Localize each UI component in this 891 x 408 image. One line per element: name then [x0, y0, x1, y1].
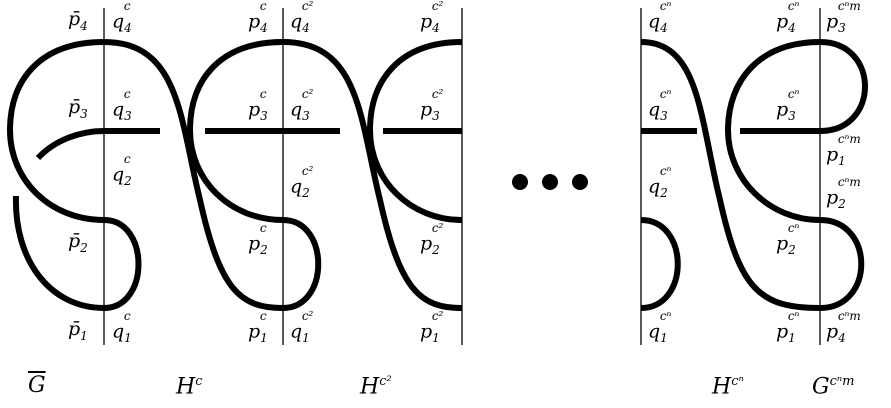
label-gcnm-left-3: p3cⁿ [776, 87, 800, 124]
caption-g: G [28, 373, 46, 398]
strand-hc-to-hc2 [282, 39, 463, 311]
strand-g-crossing [35, 128, 160, 161]
strand-gcnm-lower-loop [819, 217, 865, 311]
label-g-left-4: p̄4 [68, 8, 88, 33]
label-g-left-3: p̄3 [68, 96, 88, 121]
ellipsis-dot-3 [572, 174, 588, 190]
label-g-left-2: p̄2 [68, 230, 88, 255]
label-hc2-left-4: p4c² [420, 0, 444, 36]
ellipsis-dot-1 [512, 174, 528, 190]
label-g-right-1: q1c [112, 309, 132, 346]
strand-g-left-bottom [12, 195, 105, 311]
strand-g-top [7, 39, 105, 223]
label-hcn-right-3: q3cⁿ [648, 87, 672, 124]
label-hc2-left-1: p1c² [420, 309, 444, 346]
strand-hcn-lower-arc [640, 217, 681, 311]
ellipsis-dot-2 [542, 174, 558, 190]
label-g-left-1: p̄1 [68, 318, 88, 343]
label-gcnm-right-1: p4cⁿm [826, 309, 861, 346]
label-hc-right-4: q4c² [290, 0, 314, 36]
label-gcnm-left-4: p4cⁿ [776, 0, 800, 36]
strand-gcnm-top-loop [819, 39, 868, 134]
label-hc-left-3: p3c [248, 87, 268, 124]
label-hc-left-2: p2c [248, 221, 268, 258]
label-hc-left-1: p1c [248, 309, 268, 346]
label-gcnm-right-4: p3cⁿm [826, 0, 861, 36]
label-hc-right-2: q2c² [290, 164, 314, 201]
label-hc-right-1: q1c² [290, 309, 314, 346]
caption-gcnm: Gcⁿm [812, 374, 855, 400]
label-g-right-4: q4c [112, 0, 132, 36]
label-hcn-right-2: q2cⁿ [648, 164, 672, 201]
strand-gcnm-big-arc [725, 39, 821, 223]
strand-g-lower-arc [103, 217, 142, 311]
label-gcnm-right-3: p1cⁿm [826, 132, 861, 169]
strand-hc-top [187, 39, 284, 223]
caption-hc: Hc [176, 374, 203, 400]
label-hc2-left-2: p2c² [420, 221, 444, 258]
label-g-right-2: q2c [112, 152, 132, 189]
strand-hcn-to-gcnm [640, 39, 821, 311]
caption-hc2: Hc² [360, 374, 392, 400]
strand-hc-lower-arc [282, 217, 322, 311]
label-gcnm-left-1: p1cⁿ [776, 309, 800, 346]
label-gcnm-left-2: p2cⁿ [776, 221, 800, 258]
caption-hcn: Hcⁿ [712, 374, 744, 400]
strand-hc2-top [367, 39, 463, 223]
label-hc2-left-3: p3c² [420, 87, 444, 124]
strand-g-to-h [103, 39, 284, 311]
label-g-right-3: q3c [112, 87, 132, 124]
label-hcn-right-4: q4cⁿ [648, 0, 672, 36]
label-hc-left-4: p4c [248, 0, 268, 36]
label-hc-right-3: q3c² [290, 87, 314, 124]
label-gcnm-right-2: p2cⁿm [826, 175, 861, 212]
label-hcn-right-1: q1cⁿ [648, 309, 672, 346]
